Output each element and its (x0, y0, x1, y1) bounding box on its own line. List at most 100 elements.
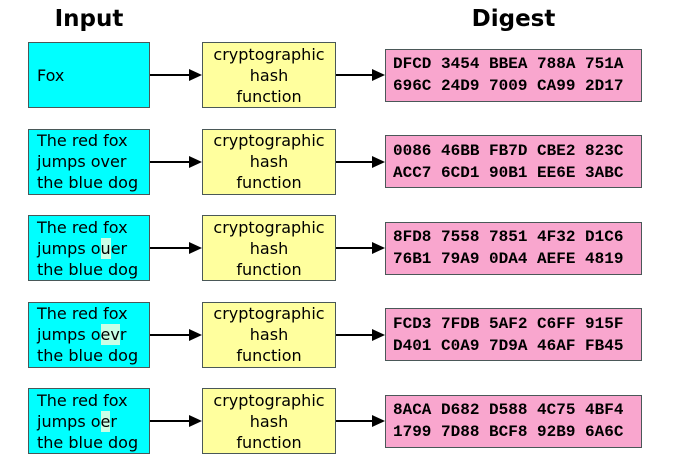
input-text-pre: Fox (37, 65, 65, 85)
input-text-post: r (119, 325, 127, 344)
input-text-pre: the blue dog (37, 173, 139, 192)
digest-text-line: 696C 24D9 7009 CA99 2D17 (393, 77, 624, 95)
arrow-shaft (150, 160, 189, 163)
hash-function-label-line: function (236, 346, 302, 365)
arrow-hash-to-digest-icon (336, 388, 385, 454)
hash-function-label-line: function (236, 86, 302, 106)
input-text-pre: jumps o (37, 411, 101, 431)
input-text-post: r (110, 411, 117, 431)
arrow-hash-to-digest-icon (336, 215, 385, 281)
digest-text-line: 0086 46BB FB7D CBE2 823C (393, 141, 624, 160)
input-text-line: The red fox (37, 303, 149, 324)
input-text-pre: jumps o (37, 238, 101, 258)
digest-text-line: 1799 7D88 BCF8 92B9 6A6C (393, 423, 624, 441)
diagram-row: The red fox jumps oer the blue dog crypt… (28, 388, 642, 454)
input-text-line: The red fox (37, 217, 149, 238)
hash-function-label-line: hash (249, 65, 289, 85)
changed-char-highlight: ev (100, 324, 120, 345)
hash-function-label-line: cryptographic (213, 44, 325, 64)
input-box: The red fox jumps over the blue dog (28, 128, 150, 195)
input-box: The red fox jumps oer the blue dog (28, 388, 150, 454)
arrow-shaft (336, 420, 372, 422)
arrow-shaft (336, 74, 372, 76)
input-text-line: The red fox (37, 130, 149, 151)
hash-function-box: cryptographic hash function (202, 42, 336, 108)
input-text-pre: The red fox (37, 131, 128, 150)
input-box: The red fox jumps oevr the blue dog (28, 301, 150, 368)
changed-char-highlight: e (100, 410, 111, 432)
arrow-input-to-hash-icon (150, 42, 202, 108)
input-text-line: jumps oevr (37, 324, 149, 345)
hash-function-label-line: hash (249, 411, 289, 431)
diagram-row: The red fox jumps oevr the blue dog cryp… (28, 301, 642, 368)
diagram-row: Fox cryptographic hash function DFCD 345… (28, 42, 642, 108)
digest-text-line: 8FD8 7558 7851 4F32 D1C6 (393, 228, 624, 246)
arrow-head (372, 415, 385, 427)
arrow-head (372, 69, 385, 81)
diagram-row: The red fox jumps over the blue dog cryp… (28, 128, 642, 195)
changed-char-highlight: u (100, 237, 111, 259)
hash-function-box: cryptographic hash function (202, 215, 336, 281)
hash-function-label-line: hash (249, 152, 289, 171)
arrow-input-to-hash-icon (150, 302, 202, 368)
arrow-input-to-hash-icon (150, 129, 202, 195)
input-text-line: jumps ouer (37, 237, 149, 259)
input-text-pre: the blue dog (37, 259, 139, 279)
hash-function-label-line: hash (249, 238, 289, 258)
input-text-pre: the blue dog (37, 346, 139, 365)
digest-text-line: 8ACA D682 D588 4C75 4BF4 (393, 401, 624, 419)
input-text-pre: the blue dog (37, 432, 139, 452)
input-box: Fox (28, 42, 150, 108)
hash-function-label-line: function (236, 173, 302, 192)
digest-column-heading: Digest (471, 6, 556, 32)
arrow-hash-to-digest-icon (336, 302, 385, 368)
arrow-head (189, 69, 202, 81)
hash-function-label-line: cryptographic (213, 217, 325, 237)
arrow-head (372, 328, 385, 341)
hash-function-box: cryptographic hash function (202, 128, 336, 195)
hash-function-label-line: cryptographic (213, 131, 325, 150)
digest-box: 0086 46BB FB7D CBE2 823C ACC7 6CD1 90B1 … (385, 135, 642, 188)
input-text-line: the blue dog (37, 345, 149, 366)
arrow-shaft (336, 247, 372, 249)
digest-box: 8ACA D682 D588 4C75 4BF4 1799 7D88 BCF8 … (385, 394, 642, 448)
diagram-rows: Fox cryptographic hash function DFCD 345… (28, 42, 642, 454)
digest-text-line: D401 C0A9 7D9A 46AF FB45 (393, 336, 624, 355)
input-text-post: er (110, 238, 128, 258)
hash-function-box: cryptographic hash function (202, 388, 336, 454)
arrow-head (189, 415, 202, 427)
input-text-pre: jumps o (37, 325, 101, 344)
hash-function-label-line: hash (249, 325, 289, 344)
input-text-line: jumps oer (37, 410, 149, 432)
hash-function-label-line: function (236, 432, 302, 452)
digest-text-line: 76B1 79A9 0DA4 AEFE 4819 (393, 250, 624, 268)
arrow-shaft (336, 333, 372, 336)
arrow-hash-to-digest-icon (336, 42, 385, 108)
input-text-line: the blue dog (37, 172, 149, 193)
input-box: The red fox jumps ouer the blue dog (28, 215, 150, 281)
arrow-head (189, 155, 202, 168)
arrow-shaft (150, 247, 189, 249)
digest-box: 8FD8 7558 7851 4F32 D1C6 76B1 79A9 0DA4 … (385, 221, 642, 275)
arrow-input-to-hash-icon (150, 388, 202, 454)
digest-box: DFCD 3454 BBEA 788A 751A 696C 24D9 7009 … (385, 48, 642, 102)
input-text-pre: jumps over (37, 152, 127, 171)
digest-text-line: ACC7 6CD1 90B1 EE6E 3ABC (393, 163, 624, 182)
arrow-head (372, 155, 385, 168)
arrow-head (189, 328, 202, 341)
input-text-line: Fox (37, 65, 149, 86)
input-text-pre: The red fox (37, 390, 128, 410)
digest-text-line: FCD3 7FDB 5AF2 C6FF 915F (393, 314, 624, 333)
hash-function-box: cryptographic hash function (202, 301, 336, 368)
digest-box: FCD3 7FDB 5AF2 C6FF 915F D401 C0A9 7D9A … (385, 308, 642, 361)
input-text-line: the blue dog (37, 432, 149, 453)
digest-text-line: DFCD 3454 BBEA 788A 751A (393, 55, 624, 73)
arrow-shaft (336, 160, 372, 163)
input-text-pre: The red fox (37, 217, 128, 237)
arrow-hash-to-digest-icon (336, 129, 385, 195)
hash-function-label-line: function (236, 259, 302, 279)
input-column-heading: Input (54, 6, 124, 32)
arrow-shaft (150, 333, 189, 336)
arrow-head (372, 242, 385, 254)
